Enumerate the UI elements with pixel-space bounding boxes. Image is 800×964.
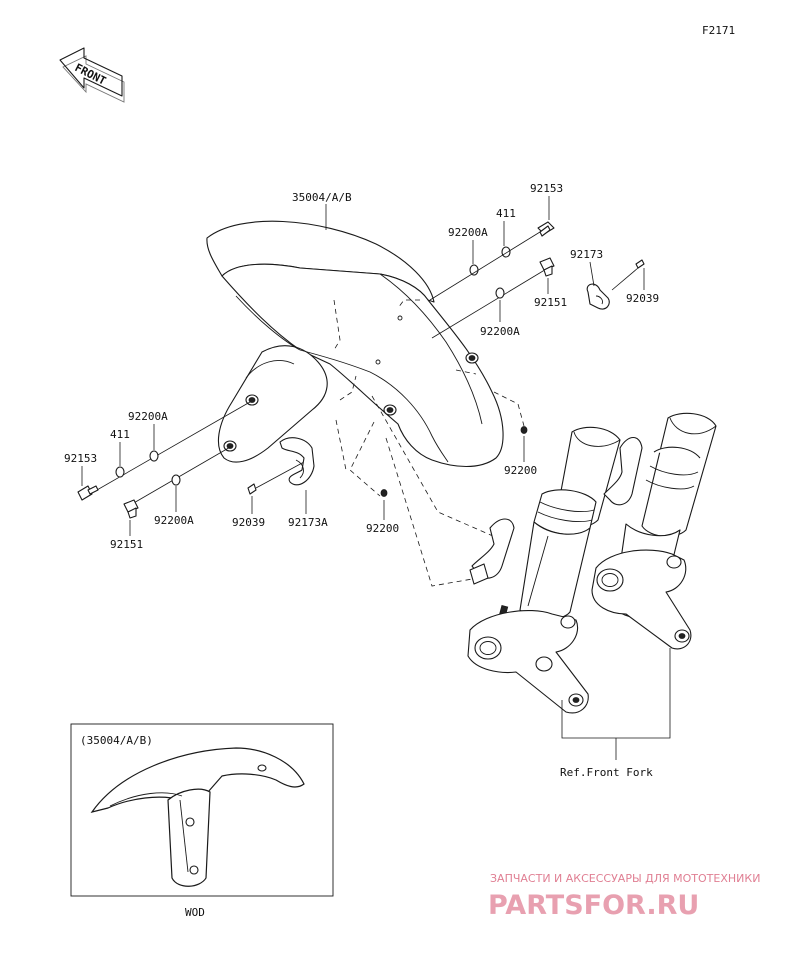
callout-92039-left: 92039 [232,516,265,529]
callout-92200-left: 92200 [366,522,399,535]
grommet-92200-left [380,489,388,497]
callout-92039-right: 92039 [626,292,659,305]
bolt-92151-left [123,499,139,519]
callout-ref-front-fork: Ref.Front Fork [560,766,653,779]
callout-92200a-right-lower: 92200A [480,325,520,338]
callout-92173-right: 92173 [570,248,603,261]
front-fender [206,220,504,467]
callout-92153-right: 92153 [530,182,563,195]
inset-box: (35004/A/B) [70,723,334,897]
front-fork-right-leg [591,412,717,650]
callout-92151-left: 92151 [110,538,143,551]
front-arrow-icon: FRONT [59,47,125,103]
washer-411-right [501,246,511,258]
callout-92200a-left-upper: 92200A [128,410,168,423]
inset-fender [90,747,305,887]
watermark-tagline: ЗАПЧАСТИ И АКСЕССУАРЫ ДЛЯ МОТОТЕХНИКИ [490,872,760,885]
page-code: F2171 [702,24,735,37]
inset-title: (35004/A/B) [80,734,153,747]
screw-92039-right [635,259,645,269]
callout-92173a-left: 92173A [288,516,328,529]
screw-92039-left [247,483,257,495]
washer-92200a-right-upper [469,264,479,276]
washer-411-left [115,466,125,478]
clamp-92173-right [586,283,610,310]
washer-92200a-right-lower [495,287,505,299]
bolt-92151-right [539,257,555,277]
inset-caption: WOD [185,906,205,919]
watermark-logo: PARTSFOR.RU [488,890,699,921]
callout-411-right: 411 [496,207,516,220]
bolt-92153-right [537,221,555,237]
callout-92200a-left-lower: 92200A [154,514,194,527]
callout-92200a-right-upper: 92200A [448,226,488,239]
washer-92200a-left-upper [149,450,159,462]
grommet-92200-right [520,426,528,434]
bolt-92153-left [77,485,99,501]
callout-92153-left: 92153 [64,452,97,465]
clamp-92173a-left [279,437,315,486]
callout-411-left: 411 [110,428,130,441]
callout-92200-right: 92200 [504,464,537,477]
callout-92151-right: 92151 [534,296,567,309]
washer-92200a-left-lower [171,474,181,486]
front-fork-left-leg [467,426,621,714]
callout-35004: 35004/A/B [292,191,352,204]
